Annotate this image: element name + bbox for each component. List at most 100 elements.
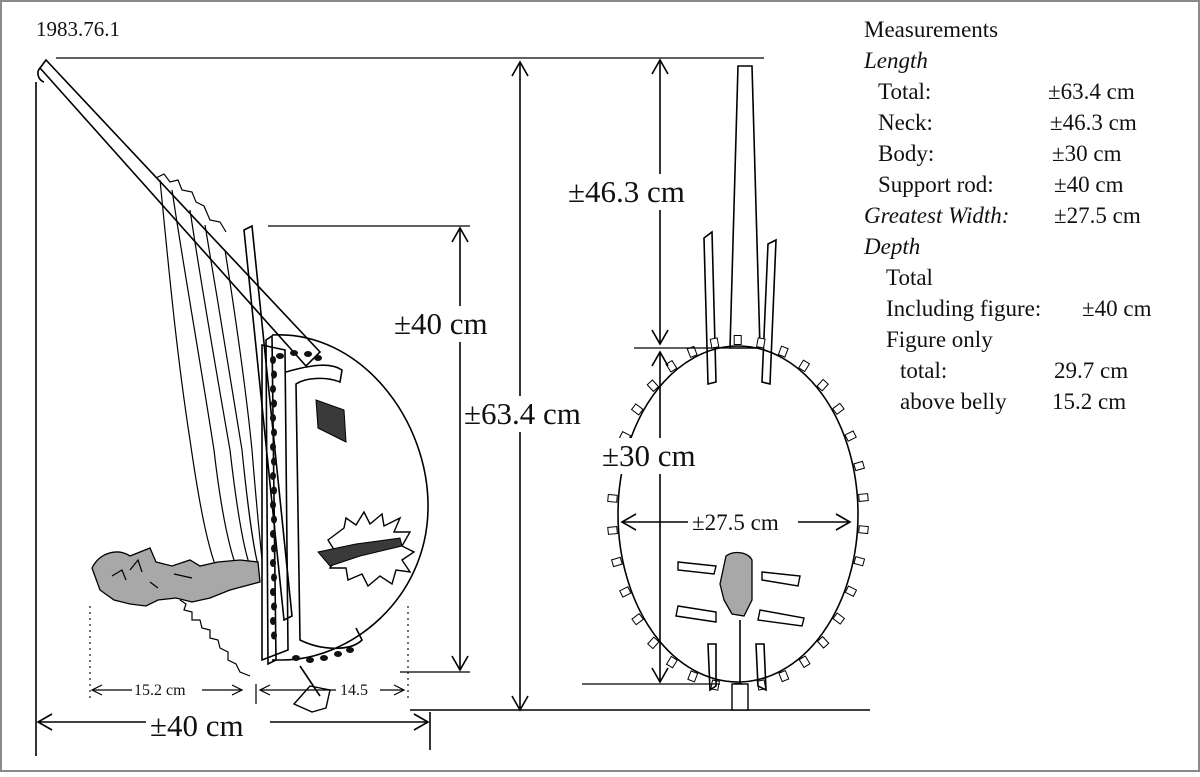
dim-front-width-bg [688, 506, 798, 538]
neck-tip [37, 67, 45, 83]
dim-rod-label: ±40 cm [394, 306, 488, 341]
dim-total-height-bg [462, 396, 612, 432]
strip-dot [271, 515, 277, 524]
above-belly-value: 15.2 cm [1052, 389, 1126, 414]
string-2 [171, 189, 241, 576]
string-1 [159, 179, 223, 581]
strip-dot [270, 385, 276, 393]
strip-dot [271, 399, 277, 408]
front-peg [832, 612, 846, 625]
side-foot [292, 685, 331, 713]
front-bar-4 [757, 609, 805, 627]
starburst-blade [317, 537, 403, 567]
dim-figure-right-arrows [258, 684, 406, 696]
strip-dot [270, 356, 276, 364]
dim-figure-left-arrows [90, 684, 244, 696]
length-total-label: Total: [878, 79, 931, 104]
strip-dot [270, 530, 276, 538]
rim-dot [292, 655, 300, 661]
front-peg [607, 526, 618, 535]
dim-body-bg [600, 438, 722, 474]
front-peg [798, 359, 811, 373]
side-body-rim [265, 334, 277, 666]
strip-dot [270, 443, 276, 451]
front-bottom-rod-right [755, 643, 767, 692]
dim-neck-bg [566, 174, 712, 210]
support-rod [243, 224, 293, 622]
carved-head [91, 547, 261, 607]
measurements-heading: Measurements [864, 17, 998, 42]
dim-figure-right-bg [336, 680, 380, 698]
front-peg [665, 359, 678, 373]
dim-front-width-label: ±27.5 cm [692, 510, 779, 535]
front-neck [729, 65, 761, 349]
dim-figure-right-label: 14.5 [340, 682, 368, 699]
including-figure-value: ±40 cm [1082, 296, 1152, 321]
dim-rod-bg [392, 306, 512, 342]
dark-plate [315, 399, 347, 443]
lower-jagged-string [179, 599, 251, 677]
above-belly-label: above belly [900, 389, 1007, 414]
front-peg [630, 403, 644, 416]
front-peg [853, 460, 866, 472]
front-peg [816, 635, 830, 649]
front-foot [731, 683, 749, 711]
rim-dot [334, 651, 342, 657]
length-rod-label: Support rod: [878, 172, 994, 197]
front-figure [719, 551, 753, 617]
dim-total-height-label: ±63.4 cm [464, 396, 581, 431]
dim-body-label: ±30 cm [602, 438, 696, 473]
front-pegs [607, 334, 869, 694]
dim-front-width-arrows [620, 513, 852, 531]
side-body [271, 334, 429, 661]
front-bar-2 [761, 571, 801, 587]
greatest-width-label: Greatest Width: [864, 203, 1009, 228]
front-body [617, 345, 859, 683]
length-neck-label: Neck: [878, 110, 933, 135]
strip-dot [271, 486, 277, 495]
dim-body-arrows [651, 350, 669, 684]
front-peg [687, 670, 699, 683]
greatest-width-value: ±27.5 cm [1054, 203, 1141, 228]
length-rod-value: ±40 cm [1054, 172, 1124, 197]
strip-dot [271, 573, 277, 582]
string-knots [155, 173, 227, 233]
front-bar-3 [675, 605, 717, 623]
front-peg [858, 493, 869, 502]
strip-dot [271, 370, 277, 379]
dim-figure-left-bg [132, 680, 202, 698]
body-strap [285, 364, 363, 650]
side-neck [38, 58, 322, 368]
strip-dot [270, 501, 276, 509]
dim-figure-left-label: 15.2 cm [134, 682, 186, 699]
front-peg [733, 334, 742, 346]
front-peg [665, 655, 678, 669]
front-peg [607, 493, 618, 503]
front-rod-right [761, 238, 777, 386]
dim-neck-arrows [651, 58, 669, 346]
front-peg [816, 378, 829, 392]
front-peg [619, 586, 632, 598]
rim-dot [320, 655, 328, 661]
figure-only-label: Figure only [886, 327, 993, 352]
dotted-strip [261, 344, 289, 662]
front-peg [844, 585, 858, 597]
front-peg [858, 525, 869, 535]
strip-dot [271, 457, 277, 466]
strip-dot [270, 414, 276, 422]
depth-total-label: Total [886, 265, 933, 290]
front-view: ±27.5 cm ±46.3 cm ±30 cm [566, 58, 869, 711]
front-peg [631, 612, 645, 626]
front-peg [646, 379, 660, 393]
strip-dot [270, 472, 276, 480]
front-peg [777, 345, 789, 358]
strip-dot [270, 617, 276, 625]
front-peg [798, 655, 811, 669]
string-4 [204, 224, 259, 566]
figure-total-label: total: [900, 358, 947, 383]
strip-dot [271, 631, 277, 640]
dim-width-bg [146, 706, 270, 742]
